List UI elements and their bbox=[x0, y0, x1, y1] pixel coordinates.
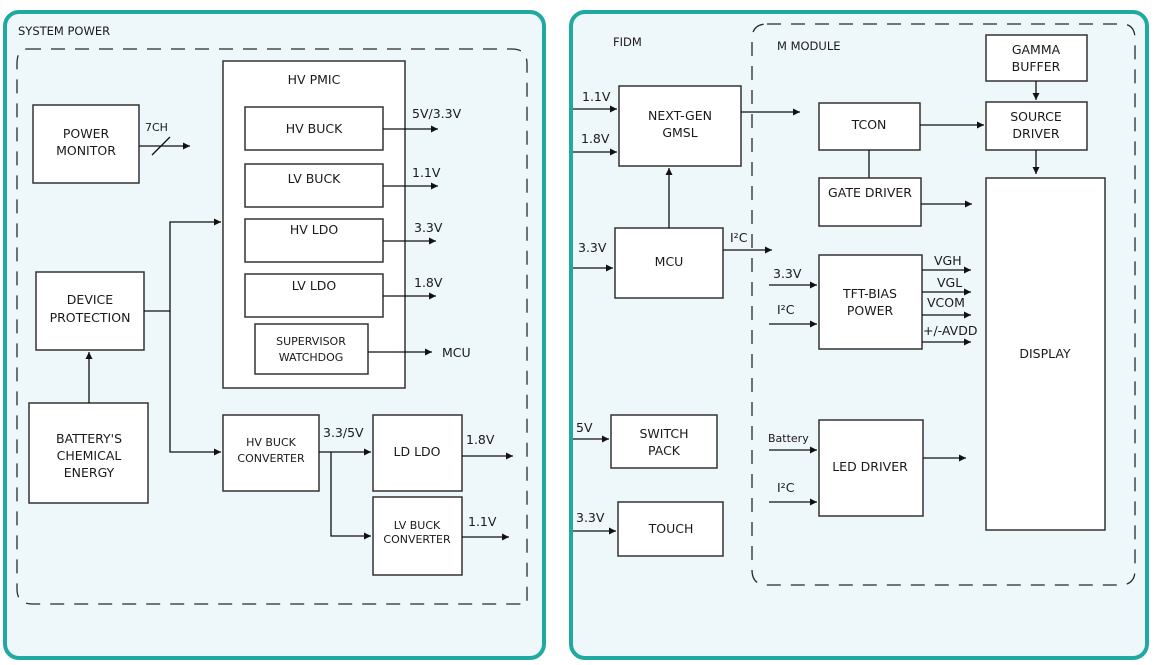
gamma-buffer-label-1: GAMMA bbox=[1012, 42, 1061, 57]
gamma-buffer-block: GAMMA BUFFER bbox=[985, 34, 1088, 82]
display-block: DISPLAY bbox=[985, 177, 1106, 531]
lv-buck-out-label: 1.1V bbox=[412, 165, 441, 180]
lv-buck-label: LV BUCK bbox=[288, 171, 342, 186]
lv-ldo-out-label: 1.8V bbox=[414, 275, 443, 290]
lv-buck-converter-label-1: LV BUCK bbox=[394, 519, 441, 532]
protection-to-pmic-arrow bbox=[144, 218, 221, 312]
hv-buck-converter-block: HV BUCK CONVERTER bbox=[222, 414, 320, 492]
hv-pmic-block: HV PMIC HV BUCK LV BUCK HV LDO LV LDO SU… bbox=[222, 60, 406, 389]
tcon-block: TCON bbox=[818, 102, 921, 151]
mcu-in-label: 3.3V bbox=[578, 240, 607, 255]
battery-label-2: CHEMICAL bbox=[57, 448, 122, 463]
hv-buck-converter-label-1: HV BUCK bbox=[246, 436, 297, 449]
lv-buck-converter-label-2: CONVERTER bbox=[383, 533, 451, 546]
hv-ldo-block bbox=[244, 218, 384, 263]
source-driver-label-2: DRIVER bbox=[1012, 126, 1059, 141]
gmsl-label-2: GMSL bbox=[662, 125, 697, 140]
touch-block: TOUCH bbox=[617, 501, 724, 557]
lv-ldo-block bbox=[244, 273, 384, 318]
switch-pack-block: SWITCH PACK bbox=[610, 414, 718, 469]
gamma-buffer-label-2: BUFFER bbox=[1012, 59, 1061, 74]
led-in-1-label: Battery bbox=[768, 432, 809, 445]
hv-pmic-title: HV PMIC bbox=[288, 72, 341, 87]
lv-buck-converter-block: LV BUCK CONVERTER bbox=[372, 496, 463, 576]
fidm-panel: FIDM M MODULE NEXT-GEN GMSL 1.1V 1.8V MC… bbox=[569, 10, 1149, 660]
led-driver-block: LED DRIVER bbox=[818, 419, 924, 517]
switch-pack-label-2: PACK bbox=[648, 443, 681, 458]
battery-label-3: ENERGY bbox=[64, 465, 115, 480]
vgl-label: VGL bbox=[937, 275, 962, 290]
source-driver-block: SOURCE DRIVER bbox=[985, 101, 1088, 151]
buck-to-lv-buck-converter-arrow bbox=[330, 452, 371, 540]
vgh-label: VGH bbox=[934, 253, 962, 268]
hv-buck-label: HV BUCK bbox=[286, 121, 343, 136]
tft-in-2-label: I²C bbox=[777, 302, 795, 317]
hv-ldo-label: HV LDO bbox=[290, 222, 339, 237]
lv-buck-converter-out-label: 1.1V bbox=[468, 514, 497, 529]
ld-ldo-label: LD LDO bbox=[394, 444, 441, 459]
ld-ldo-out-label: 1.8V bbox=[466, 432, 495, 447]
switch-pack-in-label: 5V bbox=[576, 420, 593, 435]
system-power-title: SYSTEM POWER bbox=[18, 24, 110, 38]
power-monitor-label-1: POWER bbox=[63, 126, 110, 141]
power-monitor-label-2: MONITOR bbox=[56, 143, 116, 158]
avdd-label: +/-AVDD bbox=[923, 323, 977, 338]
hv-buck-block bbox=[244, 106, 384, 151]
led-driver-label: LED DRIVER bbox=[832, 459, 908, 474]
supervisor-label-1: SUPERVISOR bbox=[276, 335, 346, 348]
device-protection-label-2: PROTECTION bbox=[50, 310, 131, 325]
lv-buck-block bbox=[244, 163, 384, 208]
power-monitor-block: POWER MONITOR bbox=[32, 104, 140, 184]
mcu-block: MCU bbox=[614, 227, 724, 299]
hv-buck-converter-out-label: 3.3/5V bbox=[323, 425, 364, 440]
switch-pack-label-1: SWITCH bbox=[639, 426, 688, 441]
hv-buck-out-label: 5V/3.3V bbox=[412, 106, 462, 121]
tft-bias-label-2: POWER bbox=[847, 303, 894, 318]
gmsl-block: NEXT-GEN GMSL bbox=[618, 85, 742, 167]
ld-ldo-block: LD LDO bbox=[372, 414, 463, 492]
mcu-i2c-out-label: I²C bbox=[730, 230, 748, 245]
supervisor-out-label: MCU bbox=[442, 345, 471, 360]
tft-bias-power-block: TFT-BIAS POWER bbox=[818, 254, 923, 350]
display-label: DISPLAY bbox=[1019, 346, 1071, 361]
bus-slash bbox=[151, 136, 171, 156]
tcon-label: TCON bbox=[851, 117, 887, 132]
system-power-panel: SYSTEM POWER POWER MONITOR 7CH HV PMIC H… bbox=[3, 10, 546, 660]
m-module-dashed-boundary bbox=[751, 23, 1136, 586]
system-power-dashed-boundary bbox=[16, 48, 528, 605]
device-protection-label-1: DEVICE bbox=[67, 292, 113, 307]
supervisor-watchdog-block bbox=[254, 323, 369, 375]
vcom-label: VCOM bbox=[927, 295, 965, 310]
battery-label-1: BATTERY'S bbox=[56, 431, 122, 446]
gmsl-label-1: NEXT-GEN bbox=[648, 108, 712, 123]
battery-block: BATTERY'S CHEMICAL ENERGY bbox=[28, 402, 149, 504]
supervisor-label-2: WATCHDOG bbox=[279, 351, 344, 364]
hv-ldo-out-label: 3.3V bbox=[414, 220, 443, 235]
protection-to-buck-converter-arrow bbox=[169, 311, 221, 456]
tft-in-1-label: 3.3V bbox=[773, 266, 802, 281]
source-driver-label-1: SOURCE bbox=[1010, 109, 1062, 124]
tft-bias-label-1: TFT-BIAS bbox=[842, 286, 897, 301]
mcu-label: MCU bbox=[655, 254, 684, 269]
lv-ldo-label: LV LDO bbox=[292, 278, 337, 293]
hv-buck-converter-label-2: CONVERTER bbox=[237, 452, 305, 465]
gmsl-in-1-label: 1.1V bbox=[582, 89, 611, 104]
gate-driver-label: GATE DRIVER bbox=[828, 185, 912, 200]
bus-label: 7CH bbox=[145, 121, 168, 134]
gmsl-in-2-label: 1.8V bbox=[581, 131, 610, 146]
m-module-title: M MODULE bbox=[777, 39, 841, 53]
touch-label: TOUCH bbox=[648, 521, 694, 536]
touch-in-label: 3.3V bbox=[576, 510, 605, 525]
led-in-2-label: I²C bbox=[777, 480, 795, 495]
gate-driver-block: GATE DRIVER bbox=[818, 177, 922, 227]
fidm-title: FIDM bbox=[613, 35, 642, 49]
device-protection-block: DEVICE PROTECTION bbox=[35, 271, 145, 351]
